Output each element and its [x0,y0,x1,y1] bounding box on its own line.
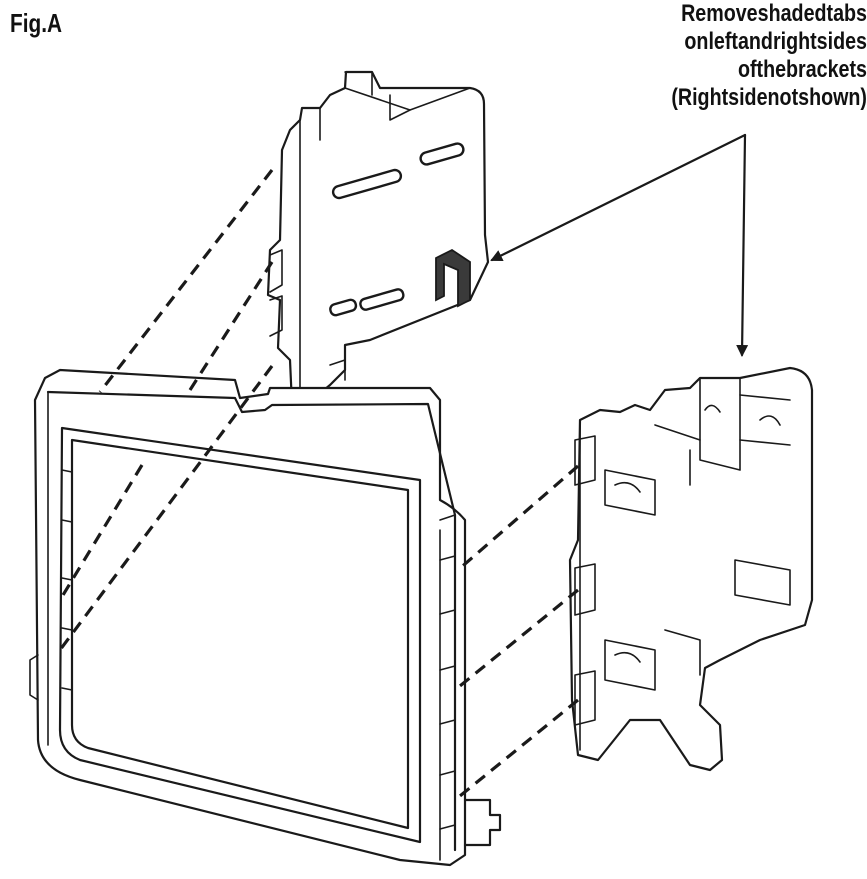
callout-line-2: onleftandrightsides [684,28,867,55]
callout-line-4: (Rightsidenotshown) [671,84,867,111]
radio-bezel [29,368,502,867]
callout-text: Removeshadedtabs onleftandrightsides oft… [567,0,867,112]
alignment-lines [58,169,580,802]
callout-arrows [490,133,749,357]
left-bracket [266,70,490,412]
figure-label: Fig.A [10,8,62,38]
callout-line-3: ofthebrackets [737,56,867,83]
callout-line-1: Removeshadedtabs [681,0,867,27]
shaded-tab [435,248,471,308]
right-bracket [568,366,814,772]
